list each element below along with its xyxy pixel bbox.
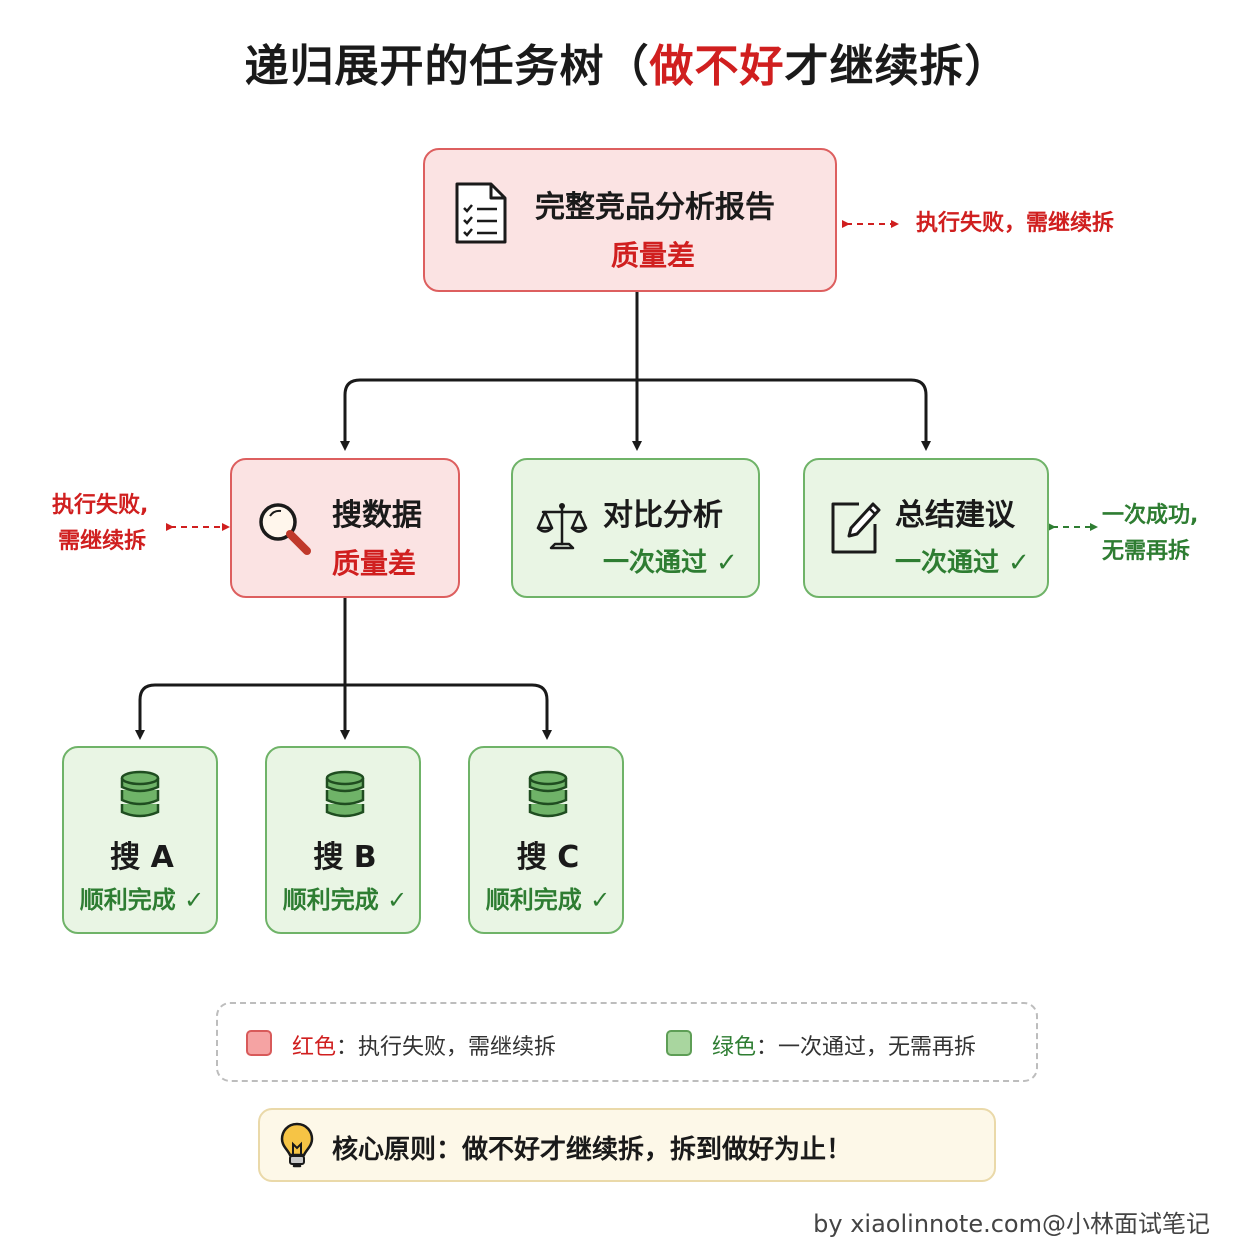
core-principle-text: 核心原则：做不好才继续拆，拆到做好为止！ (332, 1135, 853, 1165)
left-note-line1: 执行失败, (52, 493, 149, 518)
right-note-line1: 一次成功, (1102, 503, 1199, 528)
connector-root-to-search (340, 378, 637, 451)
node-search-data-status: 质量差 (332, 547, 417, 580)
title-highlight: 做不好 (649, 41, 785, 92)
root-status: 质量差 (611, 239, 696, 272)
title-suffix: 才继续拆） (784, 41, 1010, 92)
legend-green-swatch (666, 1030, 692, 1056)
node-search-b: 搜 B 顺利完成 ✓ (265, 746, 421, 934)
node-search-c-label: 搜 C (516, 840, 580, 875)
node-summary-suggestion: 总结建议 一次通过 ✓ (803, 458, 1049, 598)
node-search-data-label: 搜数据 (332, 498, 422, 533)
core-principle-banner: 核心原则：做不好才继续拆，拆到做好为止！ (258, 1108, 996, 1182)
node-search-a-label: 搜 A (110, 840, 174, 875)
node-search-a-status: 顺利完成 ✓ (79, 886, 205, 914)
right-note-line2: 无需再拆 (1102, 539, 1191, 564)
node-compare-analysis: 对比分析 一次通过 ✓ (511, 458, 760, 598)
node-search-c-status: 顺利完成 ✓ (485, 886, 611, 914)
scale-icon (536, 503, 588, 550)
legend-red-label: 红色 (292, 1035, 337, 1060)
node-search-data: 搜数据 质量差 (230, 458, 460, 598)
connector-search-to-c (345, 683, 552, 740)
legend: 红色：执行失败，需继续拆 绿色：一次通过，无需再拆 (216, 1002, 1038, 1082)
legend-red-swatch (246, 1030, 272, 1056)
node-summary-suggestion-status: 一次通过 ✓ (895, 548, 1030, 578)
left-note-line2: 需继续拆 (58, 529, 147, 554)
root-node: 完整竞品分析报告 质量差 (423, 148, 837, 292)
legend-red-text: 红色：执行失败，需继续拆 (292, 1029, 556, 1061)
node-summary-suggestion-label: 总结建议 (895, 498, 1015, 533)
root-note: 执行失败，需继续拆 (916, 211, 1115, 236)
legend-green-desc: ：一次通过，无需再拆 (756, 1035, 977, 1060)
connector-search-to-a (135, 683, 345, 740)
left-note: 执行失败, 需继续拆 (52, 488, 148, 560)
lightbulb-icon (280, 1122, 314, 1168)
node-search-b-status: 顺利完成 ✓ (282, 886, 408, 914)
edit-icon (831, 502, 881, 554)
node-search-c: 搜 C 顺利完成 ✓ (468, 746, 624, 934)
page-title: 递归展开的任务树（做不好才继续拆） (0, 30, 1254, 94)
database-icon (120, 770, 160, 818)
node-compare-analysis-label: 对比分析 (603, 498, 723, 533)
legend-green-label: 绿色 (712, 1035, 757, 1060)
node-search-b-label: 搜 B (313, 840, 377, 875)
magnifier-icon (259, 503, 311, 555)
node-search-a: 搜 A 顺利完成 ✓ (62, 746, 218, 934)
database-icon (325, 770, 365, 818)
legend-red-desc: ：执行失败，需继续拆 (336, 1035, 557, 1060)
connector-root-to-summary (637, 378, 931, 451)
title-prefix: 递归展开的任务树（ (244, 41, 650, 92)
footer-credit: by xiaolinnote.com@小林面试笔记 (813, 1210, 1210, 1238)
legend-green-text: 绿色：一次通过，无需再拆 (712, 1029, 976, 1061)
document-checklist-icon (455, 182, 507, 244)
right-note: 一次成功, 无需再拆 (1102, 498, 1198, 570)
node-compare-analysis-status: 一次通过 ✓ (603, 548, 738, 578)
root-label: 完整竞品分析报告 (535, 190, 775, 225)
database-icon (528, 770, 568, 818)
